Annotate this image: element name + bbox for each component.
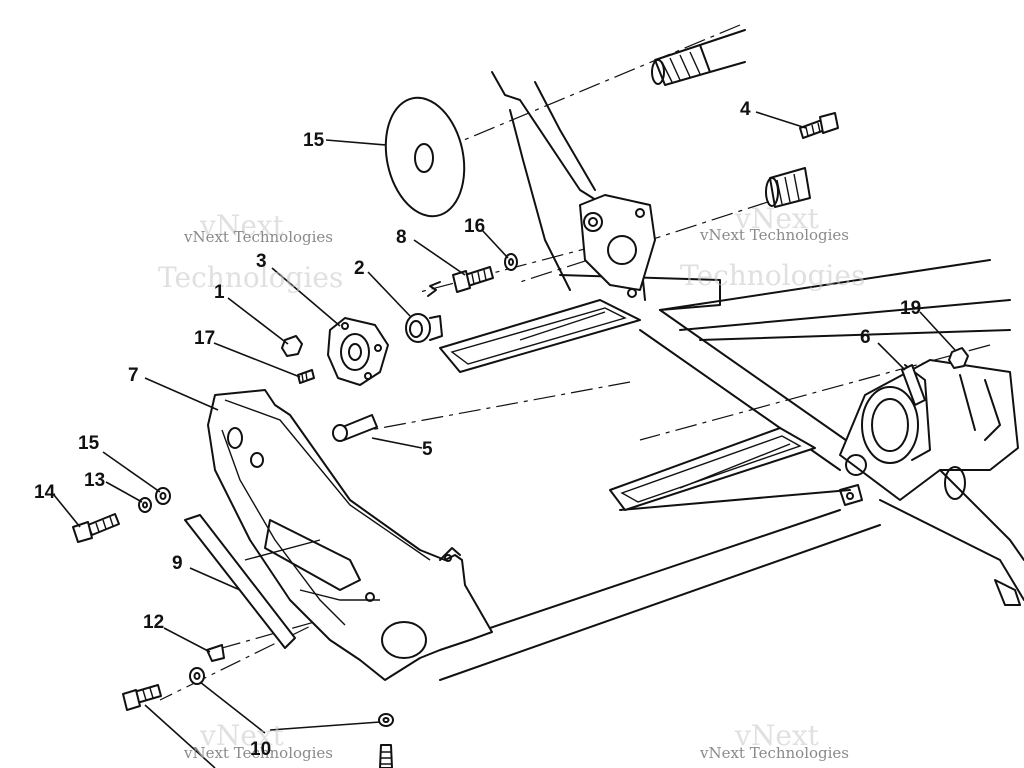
part-12-rivet (206, 644, 225, 662)
callout-6: 6 (860, 327, 871, 348)
spline-shaft-upper (651, 29, 746, 86)
part-14-bolt (72, 513, 120, 543)
callout-2: 2 (354, 258, 365, 279)
right-clamp-assembly (839, 359, 1024, 606)
part-19-nut (948, 347, 969, 369)
callout-14: 14 (34, 482, 56, 503)
part-7-chain-guard (207, 389, 493, 681)
callout-8: 8 (396, 227, 407, 248)
part-4-bolt (799, 112, 839, 139)
callout-15: 15 (78, 433, 100, 454)
callout-3: 3 (256, 251, 267, 272)
callout-4: 4 (740, 99, 751, 120)
watermark-large: vNext (734, 202, 820, 235)
part-2-bushing (405, 281, 443, 343)
watermark-small: vNext Technologies (183, 744, 333, 762)
callout-16: 15 (303, 130, 325, 151)
watermark-large: Technologies (158, 261, 343, 294)
watermarks: vNext Technologies vNext Technologies vN… (158, 202, 865, 762)
part-10-washer-bottom (378, 713, 394, 727)
callout-labels: 15 4 8 16 3 2 1 17 7 5 15 13 14 9 12 10 … (34, 99, 921, 760)
watermark-small: vNext Technologies (699, 226, 849, 244)
frame-chassis (409, 71, 1011, 681)
part-1-nut (281, 335, 303, 357)
footrest-upper (439, 299, 641, 373)
callout-17: 16 (464, 216, 485, 237)
spline-shaft-lower (765, 167, 811, 208)
callout-18: 17 (194, 328, 215, 349)
callout-12: 12 (143, 612, 164, 633)
part-13-lockwasher (138, 497, 152, 513)
part-3-flange (327, 317, 389, 386)
watermark-large: Technologies (680, 259, 865, 292)
callout-9: 9 (172, 553, 183, 574)
part-9-strip (184, 514, 296, 649)
watermark-small: vNext Technologies (699, 744, 849, 762)
part-10-washer-left (189, 667, 205, 685)
part-16-disc (384, 96, 466, 218)
callout-7: 7 (128, 365, 139, 386)
part-8-bolt (452, 266, 494, 293)
watermark-large: vNext (199, 719, 285, 752)
callout-19: 19 (900, 298, 921, 319)
leader-lines (53, 111, 956, 768)
part-5-pin (332, 414, 378, 442)
part-6-clamp-screw (901, 364, 926, 406)
part-18-setscrew (297, 369, 315, 384)
watermark-large: vNext (734, 719, 820, 752)
callout-5: 5 (422, 439, 433, 460)
callout-1: 1 (214, 282, 225, 303)
footrest-lower (609, 427, 816, 511)
watermark-large: vNext (199, 209, 285, 242)
callout-13: 13 (84, 470, 105, 491)
callout-10: 10 (250, 739, 271, 760)
vertical-screw (379, 744, 393, 768)
lower-bolt (122, 684, 162, 711)
watermark-small: vNext Technologies (183, 228, 333, 246)
